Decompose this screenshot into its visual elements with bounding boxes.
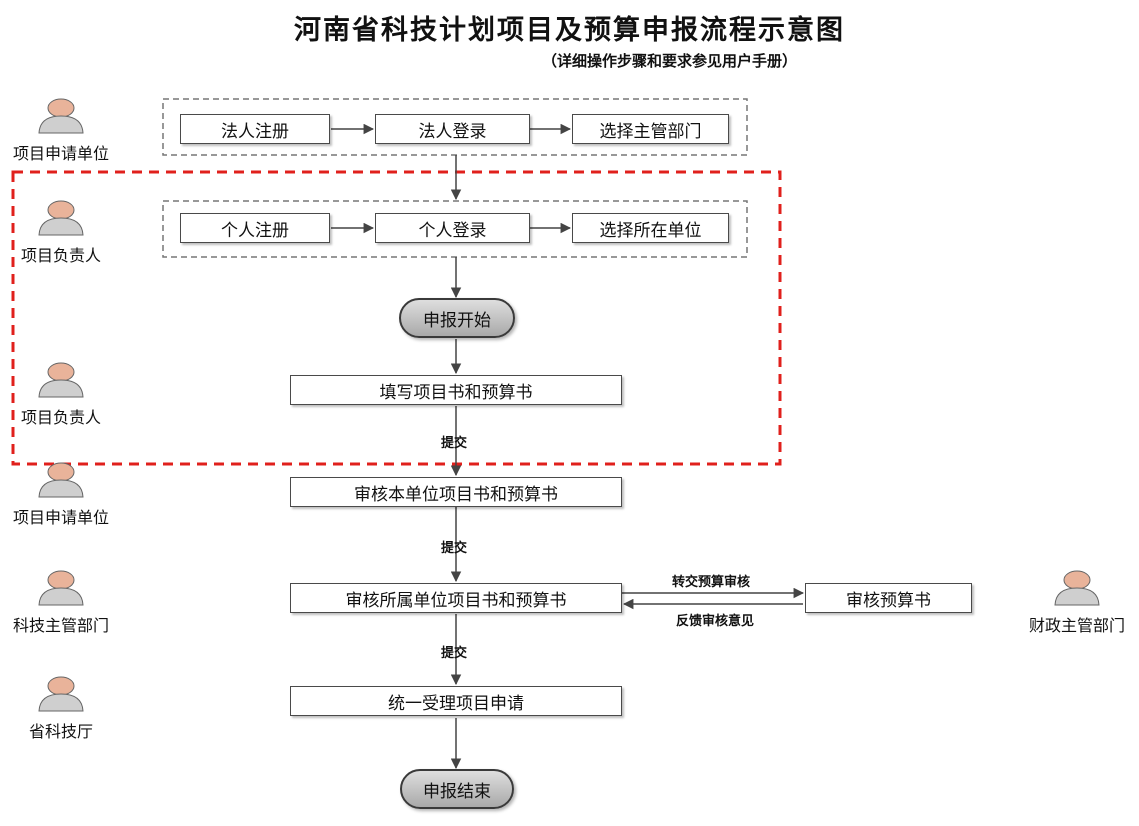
legal-login-step: 法人登录 bbox=[375, 114, 530, 144]
feedback-label: 反馈审核意见 bbox=[676, 614, 755, 629]
personal-register-step: 个人注册 bbox=[180, 213, 330, 243]
fill-step: 填写项目书和预算书 bbox=[290, 375, 622, 405]
person-icon-7 bbox=[1054, 570, 1100, 606]
person-icon-4 bbox=[38, 462, 84, 498]
role-tech-dept: 科技主管部门 bbox=[12, 616, 109, 635]
select-unit-step: 选择所在单位 bbox=[572, 213, 729, 243]
person-icon-5 bbox=[38, 570, 84, 606]
highlight-frame bbox=[11, 170, 782, 466]
accept-step: 统一受理项目申请 bbox=[290, 686, 622, 716]
personal-login-step: 个人登录 bbox=[375, 213, 530, 243]
person-icon-6 bbox=[38, 676, 84, 712]
role-project-leader: 项目负责人 bbox=[20, 246, 101, 265]
personal-group-frame bbox=[162, 200, 748, 258]
diagram-subtitle: （详细操作步骤和要求参见用户手册） bbox=[541, 52, 797, 70]
legal-register-step: 法人注册 bbox=[180, 114, 330, 144]
role-applicant-unit: 项目申请单位 bbox=[12, 144, 109, 163]
submit-label-2: 提交 bbox=[441, 541, 468, 556]
start-terminal: 申报开始 bbox=[399, 298, 515, 338]
person-icon-2 bbox=[38, 200, 84, 236]
person-icon-1 bbox=[38, 98, 84, 134]
role-applicant-unit-2: 项目申请单位 bbox=[12, 508, 109, 527]
person-icon-3 bbox=[38, 362, 84, 398]
review-budget-step: 审核预算书 bbox=[805, 583, 972, 613]
diagram-title: 河南省科技计划项目及预算申报流程示意图 bbox=[294, 15, 845, 46]
submit-label-3: 提交 bbox=[441, 646, 468, 661]
transfer-label: 转交预算审核 bbox=[672, 575, 751, 590]
legal-group-frame bbox=[162, 98, 748, 156]
role-provincial-dept: 省科技厅 bbox=[28, 722, 93, 741]
review-affiliated-step: 审核所属单位项目书和预算书 bbox=[290, 583, 622, 613]
role-finance-dept: 财政主管部门 bbox=[1028, 616, 1125, 635]
select-dept-step: 选择主管部门 bbox=[572, 114, 729, 144]
submit-label-1: 提交 bbox=[441, 436, 468, 451]
end-terminal: 申报结束 bbox=[400, 769, 514, 809]
role-project-leader-2: 项目负责人 bbox=[20, 408, 101, 427]
review-unit-step: 审核本单位项目书和预算书 bbox=[290, 477, 622, 507]
